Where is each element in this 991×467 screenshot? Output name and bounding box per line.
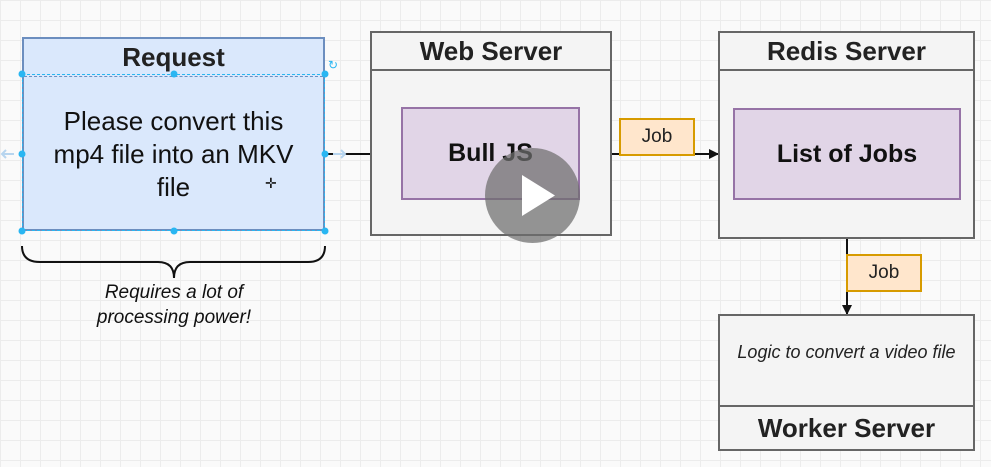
play-icon bbox=[522, 175, 555, 216]
annotation-text: Requires a lot of processing power! bbox=[96, 282, 252, 328]
resize-handle-s[interactable] bbox=[170, 227, 178, 235]
web-server-title: Web Server bbox=[372, 33, 610, 71]
resize-handle-se[interactable] bbox=[321, 227, 329, 235]
selection-outline bbox=[22, 74, 325, 231]
rotate-icon[interactable]: ↻ bbox=[328, 58, 339, 72]
redis-server-title: Redis Server bbox=[720, 33, 973, 71]
job-label-2[interactable]: Job bbox=[846, 254, 922, 292]
job-label-1[interactable]: Job bbox=[619, 118, 695, 156]
play-button[interactable] bbox=[485, 148, 580, 243]
resize-handle-n[interactable] bbox=[170, 70, 178, 78]
resize-handle-e[interactable] bbox=[321, 150, 329, 158]
curly-brace bbox=[21, 245, 326, 279]
worker-server-description: Logic to convert a video file bbox=[737, 342, 956, 362]
request-body-text: Please convert this mp4 file into an MKV… bbox=[53, 106, 294, 202]
move-cursor-icon: ✛ bbox=[265, 175, 277, 191]
resize-handle-w[interactable] bbox=[18, 150, 26, 158]
resize-handle-sw[interactable] bbox=[18, 227, 26, 235]
worker-server-title: Worker Server bbox=[720, 405, 973, 449]
connect-hint-left-icon[interactable] bbox=[0, 149, 14, 159]
connect-hint-right-icon[interactable] bbox=[333, 149, 347, 159]
resize-handle-nw[interactable] bbox=[18, 70, 26, 78]
resize-handle-ne[interactable] bbox=[321, 70, 329, 78]
worker-server-box[interactable]: Logic to convert a video file Worker Ser… bbox=[718, 314, 975, 451]
list-of-jobs-box[interactable]: List of Jobs bbox=[733, 108, 961, 200]
